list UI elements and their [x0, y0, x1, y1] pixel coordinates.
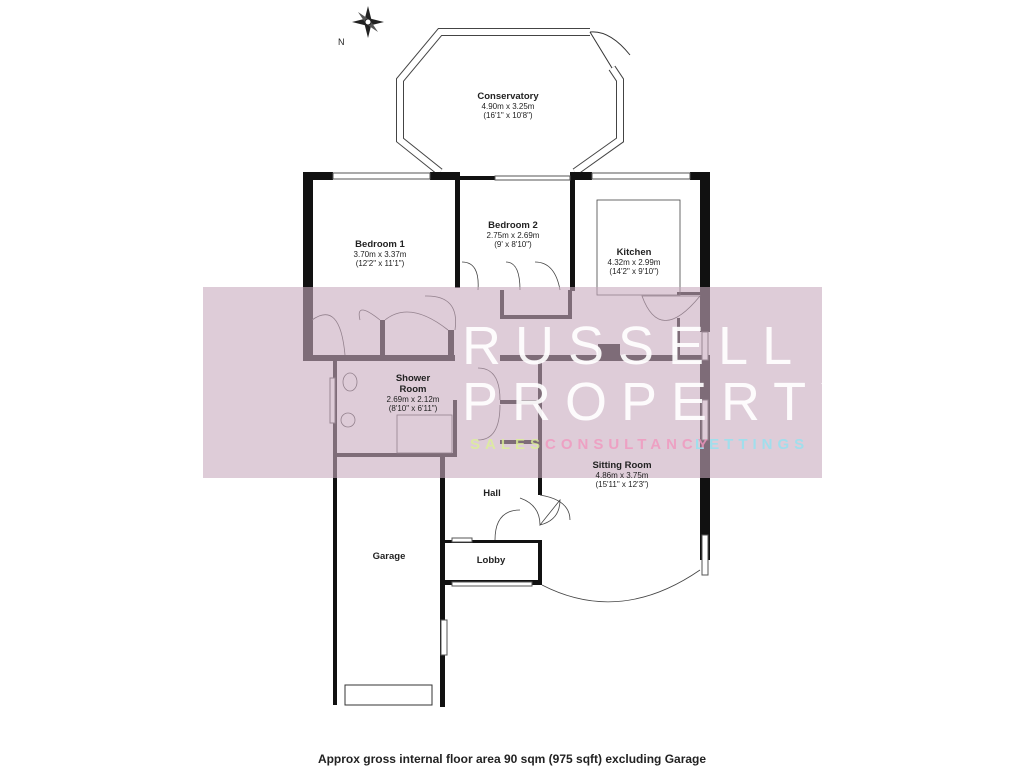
watermark-line2: PROPERTY: [462, 372, 871, 432]
watermark-sales: SALES: [470, 436, 546, 453]
room-garage: Garage: [372, 551, 406, 562]
conservatory-frame: [396, 28, 631, 176]
room-lobby: Lobby: [476, 555, 506, 566]
compass-label: N: [338, 37, 345, 47]
watermark-lettings: LETTINGS: [695, 436, 810, 453]
watermark-consultancy: CONSULTANCY: [545, 436, 713, 453]
watermark-line1: RUSSELL: [462, 316, 807, 376]
compass-icon: [352, 6, 384, 38]
room-hall: Hall: [483, 488, 501, 499]
floor-area-caption: Approx gross internal floor area 90 sqm …: [317, 752, 707, 766]
